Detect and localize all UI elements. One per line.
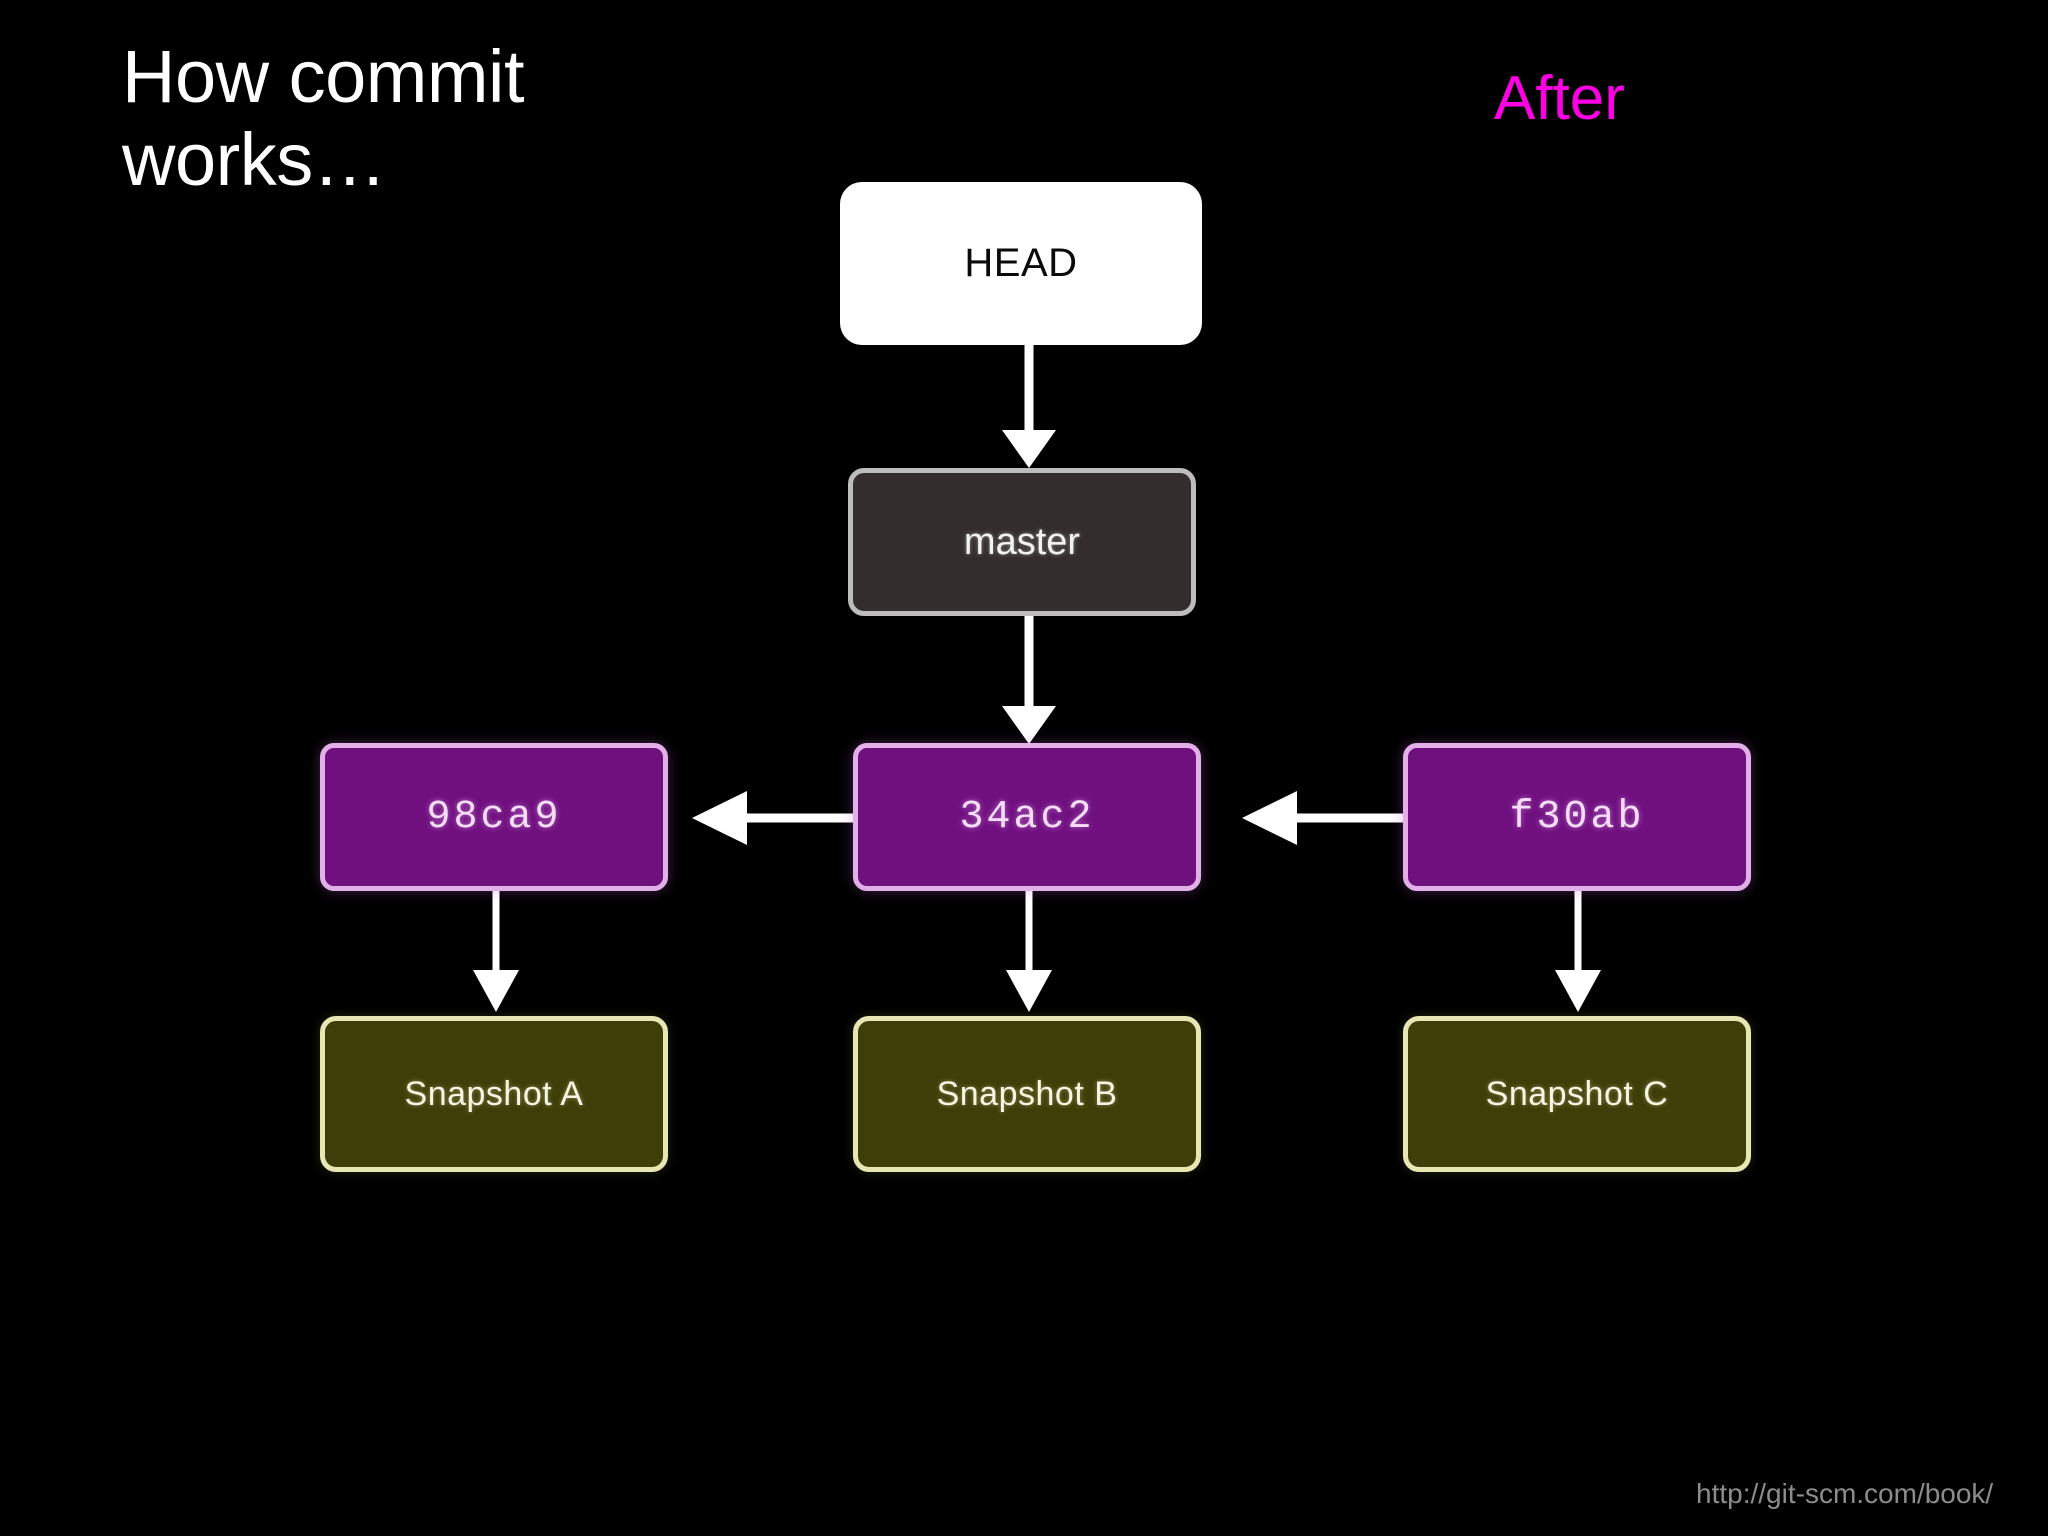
edge-head-to-master	[1002, 345, 1056, 468]
node-commit-34ac2[interactable]: 34ac2	[853, 743, 1201, 891]
stage-label-after: After	[1494, 64, 1625, 133]
node-commit-98ca9[interactable]: 98ca9	[320, 743, 668, 891]
node-branch-master[interactable]: master	[848, 468, 1196, 616]
node-head[interactable]: HEAD	[840, 182, 1202, 345]
edge-commit-f30ab-to-snapshot-c	[1555, 891, 1601, 1012]
edge-commit-98ca9-to-snapshot-a	[473, 891, 519, 1012]
edge-commit-34ac2-to-snapshot-b	[1006, 891, 1052, 1012]
edge-commit-34ac2-to-98ca9	[692, 791, 853, 845]
node-snapshot-b[interactable]: Snapshot B	[853, 1016, 1201, 1172]
node-snapshot-c[interactable]: Snapshot C	[1403, 1016, 1751, 1172]
page-title: How commit works…	[122, 35, 525, 201]
edge-commit-f30ab-to-34ac2	[1242, 791, 1403, 845]
node-commit-f30ab[interactable]: f30ab	[1403, 743, 1751, 891]
edge-master-to-commit-34ac2	[1002, 616, 1056, 744]
source-url[interactable]: http://git-scm.com/book/	[1696, 1478, 1994, 1509]
node-snapshot-a[interactable]: Snapshot A	[320, 1016, 668, 1172]
